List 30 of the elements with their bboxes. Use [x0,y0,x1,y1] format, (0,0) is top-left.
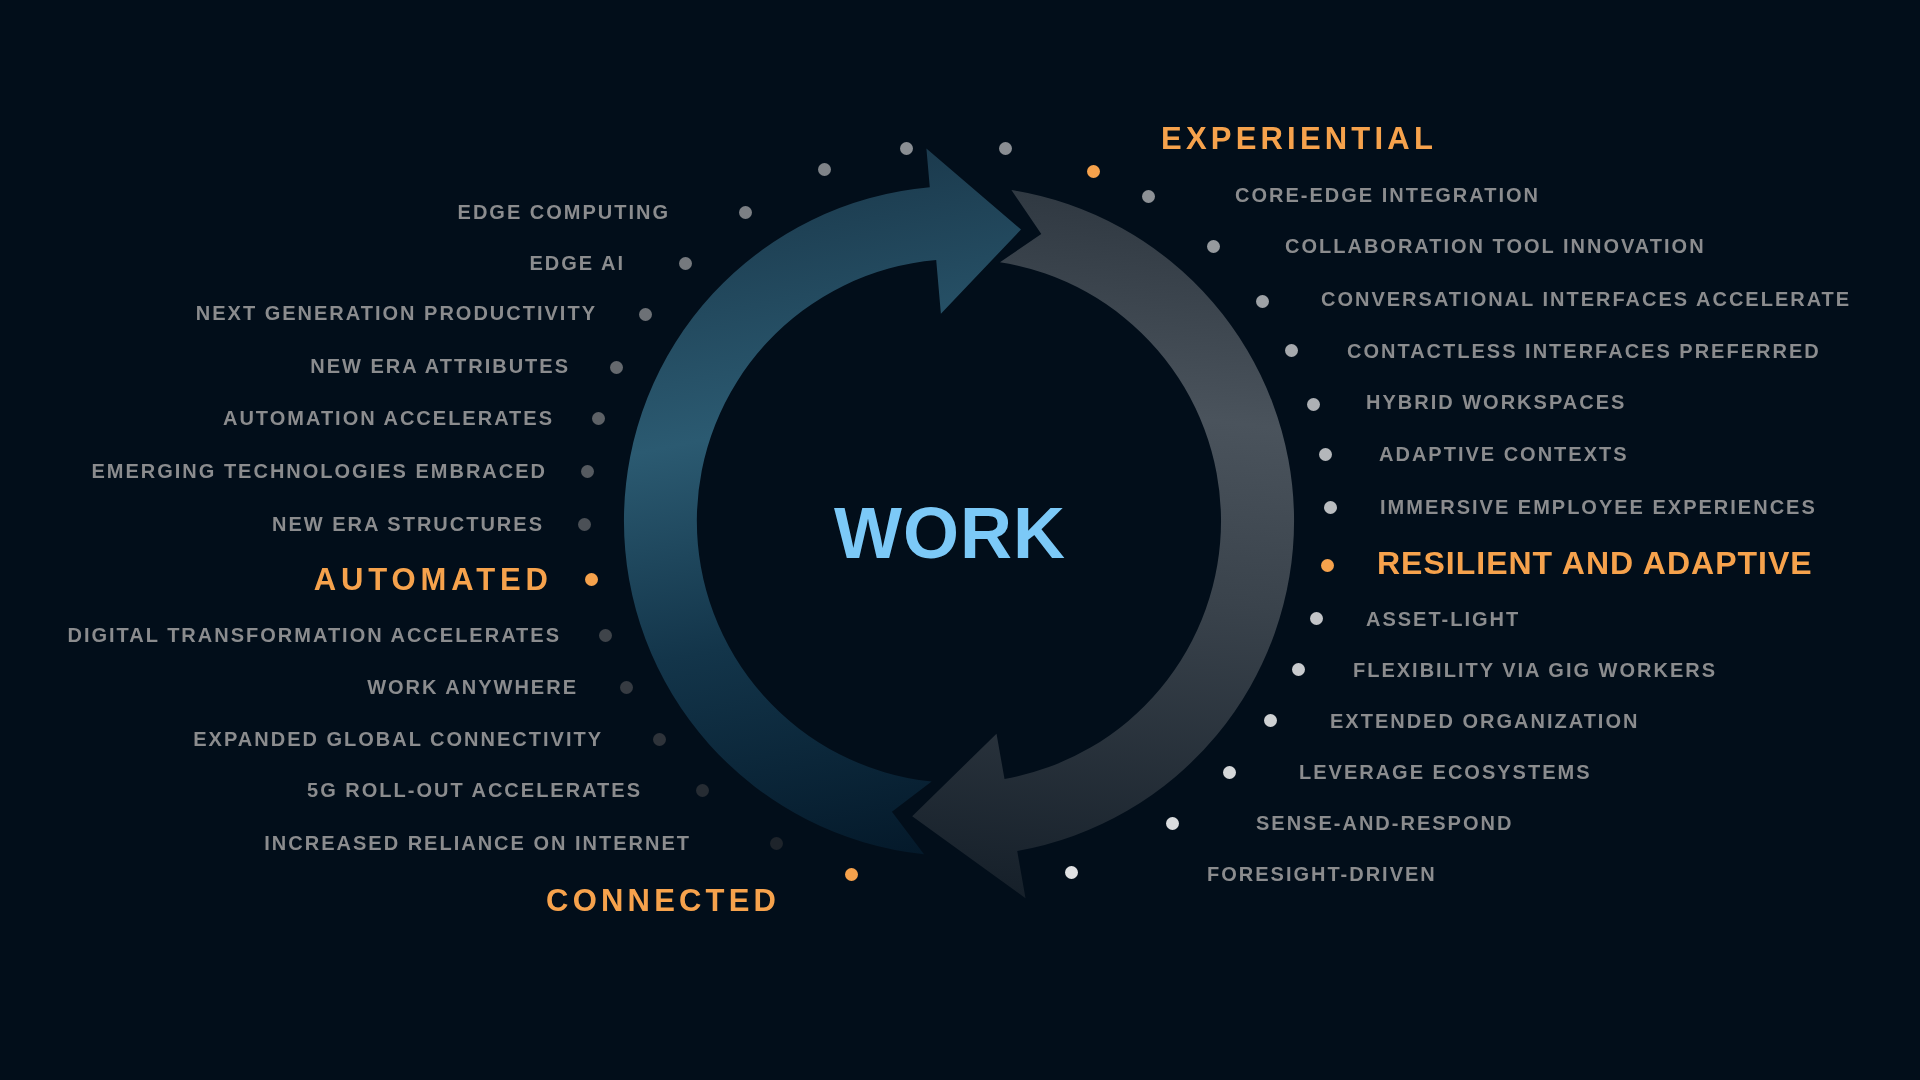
category-heading: CONNECTED [546,884,781,916]
list-item-text: NEW ERA ATTRIBUTES [310,356,570,376]
list-item-text: SENSE-AND-RESPOND [1256,813,1514,833]
list-item-text: NEW ERA STRUCTURES [272,514,544,534]
list-item-text: WORK ANYWHERE [367,677,578,697]
list-item-text: EDGE AI [529,253,625,273]
category-heading: EXPERIENTIAL [1161,122,1438,154]
list-item-text: 5G ROLL-OUT ACCELERATES [307,780,642,800]
center-heading: WORK [834,497,1066,569]
list-item-text: FORESIGHT-DRIVEN [1207,864,1437,884]
list-item-text: CONTACTLESS INTERFACES PREFERRED [1347,341,1821,361]
list-item-text: EXTENDED ORGANIZATION [1330,711,1640,731]
list-item-text: NEXT GENERATION PRODUCTIVITY [195,303,597,323]
list-item-text: COLLABORATION TOOL INNOVATION [1285,236,1706,256]
list-item-text: LEVERAGE ECOSYSTEMS [1299,762,1592,782]
list-item-text: EMERGING TECHNOLOGIES EMBRACED [91,461,547,481]
list-item-text: IMMERSIVE EMPLOYEE EXPERIENCES [1380,497,1817,517]
category-heading: AUTOMATED [313,563,553,595]
list-item-text: HYBRID WORKSPACES [1366,392,1627,412]
list-item-text: DIGITAL TRANSFORMATION ACCELERATES [67,625,561,645]
category-heading: RESILIENT AND ADAPTIVE [1377,547,1813,579]
list-item-text: FLEXIBILITY VIA GIG WORKERS [1353,660,1718,680]
list-item-text: AUTOMATION ACCELERATES [222,408,554,428]
list-item-text: CORE-EDGE INTEGRATION [1235,185,1540,205]
list-item-text: INCREASED RELIANCE ON INTERNET [264,833,691,853]
list-item-text: ADAPTIVE CONTEXTS [1379,444,1629,464]
list-item-text: EXPANDED GLOBAL CONNECTIVITY [193,729,603,749]
list-item-text: CONVERSATIONAL INTERFACES ACCELERATE [1321,289,1852,309]
list-item-text: ASSET-LIGHT [1366,609,1521,629]
list-item-text: EDGE COMPUTING [457,202,670,222]
